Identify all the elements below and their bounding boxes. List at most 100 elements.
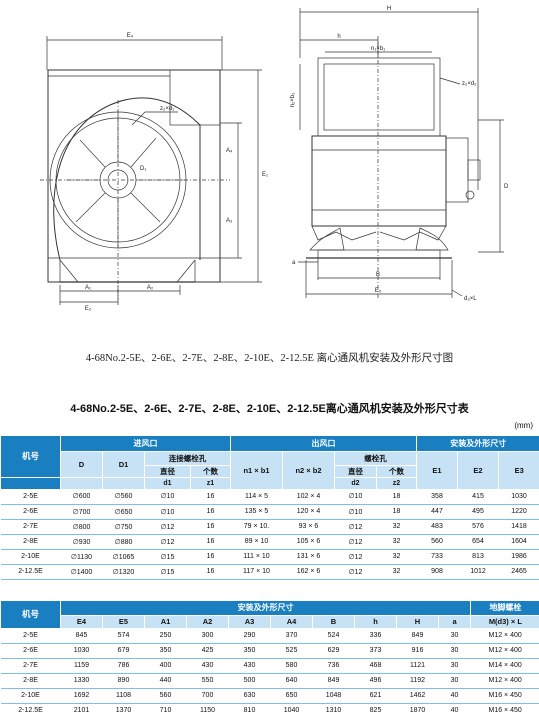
t1-cell: 117 × 10 <box>230 564 283 580</box>
dim-h: h <box>337 34 340 40</box>
t2-col-header: E4 <box>60 615 103 629</box>
t2-cell: 30 <box>438 673 471 689</box>
t2-cell: 500 <box>228 673 271 689</box>
t1-cell: 654 <box>457 534 499 550</box>
t1-cell: 16 <box>190 504 231 520</box>
spec-table-1: 机号 进风口 出风口 安装及外形尺寸 D D1 连接螺栓孔 n1 × b1 n2… <box>0 436 539 580</box>
t1-cell: ∅800 <box>60 519 103 535</box>
t2-model-cell: 2-12.5E <box>0 703 61 717</box>
t2-cell: 1108 <box>102 688 145 704</box>
t1-col-D: D <box>60 451 103 478</box>
t2-cell: 496 <box>354 673 397 689</box>
t2-cell: M14 × 400 <box>470 658 539 674</box>
t1-group-install: 安装及外形尺寸 <box>415 436 539 452</box>
dim-D: D <box>504 184 509 190</box>
t1-cell: 2465 <box>498 564 539 580</box>
t1-cell: 114 × 5 <box>230 489 283 505</box>
t1-cell: 16 <box>190 534 231 550</box>
t1-cell: ∅1320 <box>102 564 145 580</box>
t2-cell: 1462 <box>396 688 439 704</box>
t2-col-header: M(d3) × L <box>470 615 539 629</box>
t1-sub-bolt-holes2: 螺栓孔 <box>334 451 417 466</box>
t2-cell: 849 <box>396 628 439 644</box>
t1-sub-bolt-holes: 连接螺栓孔 <box>144 451 231 466</box>
t1-col-n2b2: n2 × b2 <box>282 451 335 490</box>
t2-cell: 373 <box>354 643 397 659</box>
t2-col-header: E5 <box>102 615 145 629</box>
t1-cell: 32 <box>376 534 417 550</box>
t1-model-cell: 2-8E <box>0 534 61 550</box>
t2-cell: M16 × 450 <box>470 703 539 717</box>
t2-col-header: A4 <box>270 615 313 629</box>
t2-cell: 468 <box>354 658 397 674</box>
t1-cell: 1012 <box>457 564 499 580</box>
t2-cell: 1370 <box>102 703 145 717</box>
t2-cell: 574 <box>102 628 145 644</box>
t1-cell: 162 × 6 <box>282 564 335 580</box>
t1-group-inlet: 进风口 <box>60 436 231 452</box>
t1-model-cell: 2-7E <box>0 519 61 535</box>
t2-cell: M12 × 400 <box>470 628 539 644</box>
t2-cell: 1692 <box>60 688 103 704</box>
t2-cell: 1048 <box>312 688 355 704</box>
t2-model-cell: 2-10E <box>0 688 61 704</box>
t2-cell: 370 <box>270 628 313 644</box>
t1-cell: 560 <box>416 534 458 550</box>
t1-cell: 1030 <box>498 489 539 505</box>
dim-B: B <box>376 272 380 278</box>
t2-cell: 400 <box>144 658 187 674</box>
dim-n1b1: n₁×b₁ <box>371 46 385 52</box>
t1-cell: ∅600 <box>60 489 103 505</box>
t1-cell: 415 <box>457 489 499 505</box>
t2-cell: 1330 <box>60 673 103 689</box>
t1-cell: 79 × 10. <box>230 519 283 535</box>
t2-cell: 1030 <box>60 643 103 659</box>
dim-A3: A₃ <box>226 218 233 224</box>
t2-cell: 290 <box>228 628 271 644</box>
t2-cell: 890 <box>102 673 145 689</box>
t2-model-cell: 2-6E <box>0 643 61 659</box>
t2-col-header: H <box>396 615 439 629</box>
t1-cell: ∅1065 <box>102 549 145 565</box>
t1-cell: ∅880 <box>102 534 145 550</box>
t2-col-header: A3 <box>228 615 271 629</box>
t2-model-header: 机号 <box>0 601 61 629</box>
t1-cell: 483 <box>416 519 458 535</box>
t1-cell: 32 <box>376 564 417 580</box>
t1-cell: ∅750 <box>102 519 145 535</box>
t1-sub-dia2: 直径 <box>334 465 377 478</box>
t1-cell: 18 <box>376 504 417 520</box>
dim-D1: D₁ <box>140 166 146 172</box>
t1-cell: ∅700 <box>60 504 103 520</box>
t2-cell: 630 <box>228 688 271 704</box>
t2-cell: 440 <box>144 673 187 689</box>
t1-model-cell: 2-10E <box>0 549 61 565</box>
t2-cell: 430 <box>228 658 271 674</box>
t2-cell: 30 <box>438 643 471 659</box>
dim-E4: E₄ <box>127 33 134 39</box>
t1-cell: 358 <box>416 489 458 505</box>
t1-cell: ∅15 <box>144 564 191 580</box>
dim-z2d2: z₂×d₂ <box>462 81 477 87</box>
t1-group-outlet: 出风口 <box>230 436 417 452</box>
t1-cell: 93 × 6 <box>282 519 335 535</box>
t2-col-header: a <box>437 615 471 629</box>
t2-cell: 580 <box>270 658 313 674</box>
t2-cell: 629 <box>312 643 355 659</box>
t1-cell: 813 <box>457 549 499 565</box>
t2-group-install: 安装及外形尺寸 <box>59 601 471 616</box>
dim-d3L: d₃×L <box>464 296 477 302</box>
t1-cell: ∅650 <box>102 504 145 520</box>
t1-cell: 89 × 10 <box>230 534 283 550</box>
t1-col-d1: d1 <box>144 477 191 489</box>
t1-col-d2: d2 <box>334 477 377 489</box>
dim-a: a <box>292 260 296 266</box>
t2-cell: M12 × 400 <box>470 643 539 659</box>
t1-cell: 1986 <box>498 549 539 565</box>
t2-cell: 650 <box>270 688 313 704</box>
t1-cell: ∅12 <box>334 564 377 580</box>
